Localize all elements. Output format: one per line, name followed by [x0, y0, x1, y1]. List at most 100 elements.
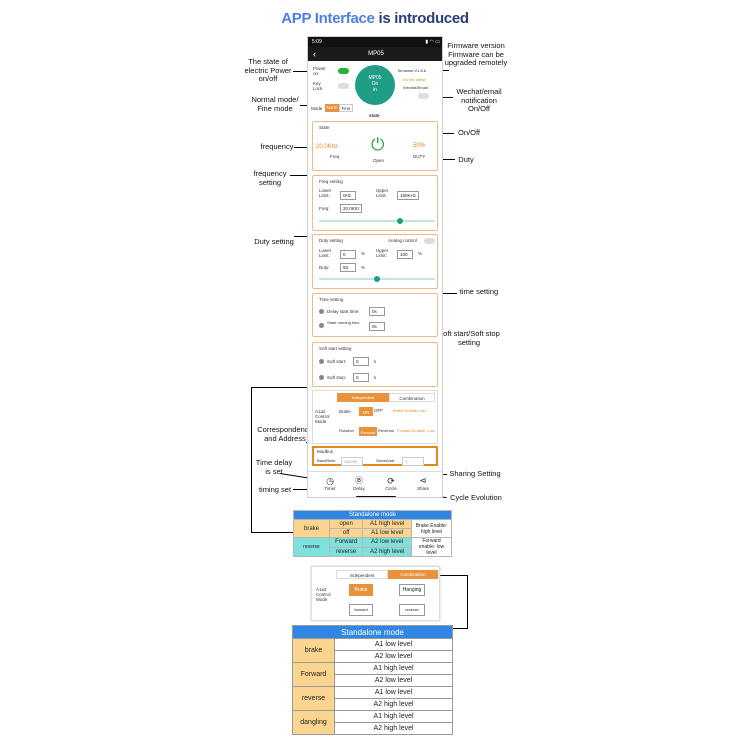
soft-start-input[interactable]: 0 — [353, 357, 369, 366]
wechat-toggle[interactable] — [418, 93, 429, 99]
timer-icon: ◷ — [326, 476, 334, 486]
latest-label: It's the latest — [403, 77, 426, 82]
power-label: Power on: — [313, 66, 326, 76]
combo-hanging-button[interactable]: Hanging — [399, 584, 425, 596]
label-freq-setting: frequency setting — [253, 169, 287, 187]
connector — [432, 575, 468, 576]
standalone-table-1: Standalone mode brake open A1 high level… — [293, 510, 452, 557]
brake-enable-text: Brake Enable:Low — [393, 408, 426, 413]
combo-reverse-button[interactable]: reverse — [399, 604, 425, 616]
connector — [251, 532, 293, 533]
status-bar: 5:09▮ ◠ ▭ — [308, 37, 442, 47]
nav-title: MP05 — [368, 51, 384, 57]
baud-input[interactable]: 115200 — [341, 457, 363, 466]
combo-tab-combination[interactable]: Combination — [388, 570, 438, 579]
label-cycle: Cycle Evolution — [450, 493, 502, 502]
label-wechat: Wechat/email notification On/Off — [456, 87, 502, 113]
state-card: State 20.0Khz Freq ⏻ Open 50% DUTY — [312, 121, 438, 171]
duty-slider-knob[interactable] — [374, 276, 380, 282]
a1a2-label: A1a2 Control Mode — [315, 409, 330, 424]
mode-fine-button[interactable]: Fine — [339, 104, 353, 112]
unit-s: s — [374, 359, 377, 364]
running-input[interactable]: 0s — [369, 322, 385, 331]
freq-caption: Freq — [330, 154, 340, 159]
duty-upper-input[interactable]: 100 — [397, 250, 413, 259]
running-radio[interactable] — [319, 323, 324, 328]
state-circle: MP05 On in — [355, 65, 395, 105]
soft-start-radio[interactable] — [319, 359, 324, 364]
tab-combination[interactable]: Combination — [389, 393, 435, 402]
slave-label: SlaveAddr: — [376, 458, 396, 463]
lower-limit-input[interactable]: 0Hz — [340, 191, 356, 200]
label-sharing: Sharing Setting — [449, 469, 501, 478]
duty-lower-input[interactable]: 0 — [340, 250, 356, 259]
table-row-a2: A2 low level — [334, 650, 453, 663]
freq-value: 20.0Khz — [316, 144, 339, 150]
connector — [294, 147, 318, 148]
analog-control-label: Analog control — [388, 238, 417, 243]
label-time-delay: Time delay is set — [255, 458, 293, 476]
table1-open: open — [328, 519, 364, 529]
mode-normal-button[interactable]: Norm — [325, 104, 339, 112]
table2-header: Standalone mode — [292, 625, 453, 639]
soft-title: Soft start setting — [319, 346, 352, 351]
combo-forward-button[interactable]: forward — [349, 604, 373, 616]
forward-button[interactable]: Forward — [359, 427, 377, 436]
tab-independent[interactable]: Independent — [337, 393, 389, 402]
power-toggle[interactable] — [338, 68, 349, 74]
connector — [293, 489, 315, 490]
brake-on-button[interactable]: ON — [359, 407, 373, 416]
table-row-name: reverse — [292, 686, 335, 711]
freq-setting-title: Freq setting — [319, 179, 343, 184]
connector — [290, 175, 313, 176]
connector — [251, 387, 252, 533]
label-power-state: The state of electric Power on/off — [244, 57, 292, 83]
home-indicator — [356, 496, 396, 497]
soft-stop-input[interactable]: 0 — [353, 373, 369, 382]
combo-brake-button[interactable]: Brake — [349, 584, 373, 596]
label-duty-setting: Duty setting — [254, 237, 294, 246]
freq-input[interactable]: 20.0Khz — [340, 204, 362, 213]
duty-value: 50% — [413, 143, 426, 149]
table-row-a2: A2 high level — [334, 698, 453, 711]
reversal-button[interactable]: Reversal — [378, 428, 394, 433]
delay-tab[interactable]: Ⓑ Delay — [348, 476, 370, 491]
table1-header: Standalone mode — [293, 510, 452, 520]
upper-limit-input[interactable]: 150KHz — [397, 191, 419, 200]
table-row: A2 high level — [293, 698, 453, 711]
delay-input[interactable]: 0s — [369, 307, 385, 316]
duty-input[interactable]: 50 — [340, 263, 356, 272]
freq-slider-knob[interactable] — [397, 218, 404, 224]
bottom-bar: ◷ Timer Ⓑ Delay ⟳ Circle ⊲ Share — [308, 471, 442, 497]
soft-stop-radio[interactable] — [319, 375, 324, 380]
baud-label: BaudRate: — [317, 458, 336, 463]
duty-setting-title: Duty setting — [319, 238, 343, 243]
timer-tab[interactable]: ◷ Timer — [319, 476, 341, 491]
circle-tab[interactable]: ⟳ Circle — [380, 476, 402, 491]
brake-label: Brake — [339, 409, 351, 414]
freq-slider[interactable] — [319, 220, 435, 222]
label-firmware: Firmware version Firmware can be upgrade… — [444, 41, 508, 67]
duty-lower-label: Lower Limit: — [319, 248, 332, 258]
delay-radio[interactable] — [319, 309, 324, 314]
table-row-a1: A1 low level — [334, 638, 453, 651]
analog-control-toggle[interactable] — [424, 238, 435, 244]
power-icon[interactable]: ⏻ — [371, 135, 385, 154]
combo-tab-independent[interactable]: Independent — [336, 570, 388, 579]
label-correspondence: Correspondence and Address — [257, 425, 313, 443]
table1-forward: Forward — [328, 537, 364, 548]
table-row-a1: A1 low level — [334, 686, 453, 699]
back-icon[interactable]: ‹ — [313, 49, 316, 59]
upper-limit-label: Upper Limit: — [376, 188, 389, 198]
share-tab[interactable]: ⊲ Share — [412, 476, 434, 491]
brake-off-button[interactable]: OFF — [374, 408, 383, 413]
forward-enable-text: Forward Enable: Low — [397, 428, 435, 433]
slave-input[interactable]: 1 — [402, 457, 424, 466]
keylock-toggle[interactable] — [338, 83, 349, 89]
table1-reverse-label: reverse — [293, 537, 330, 557]
